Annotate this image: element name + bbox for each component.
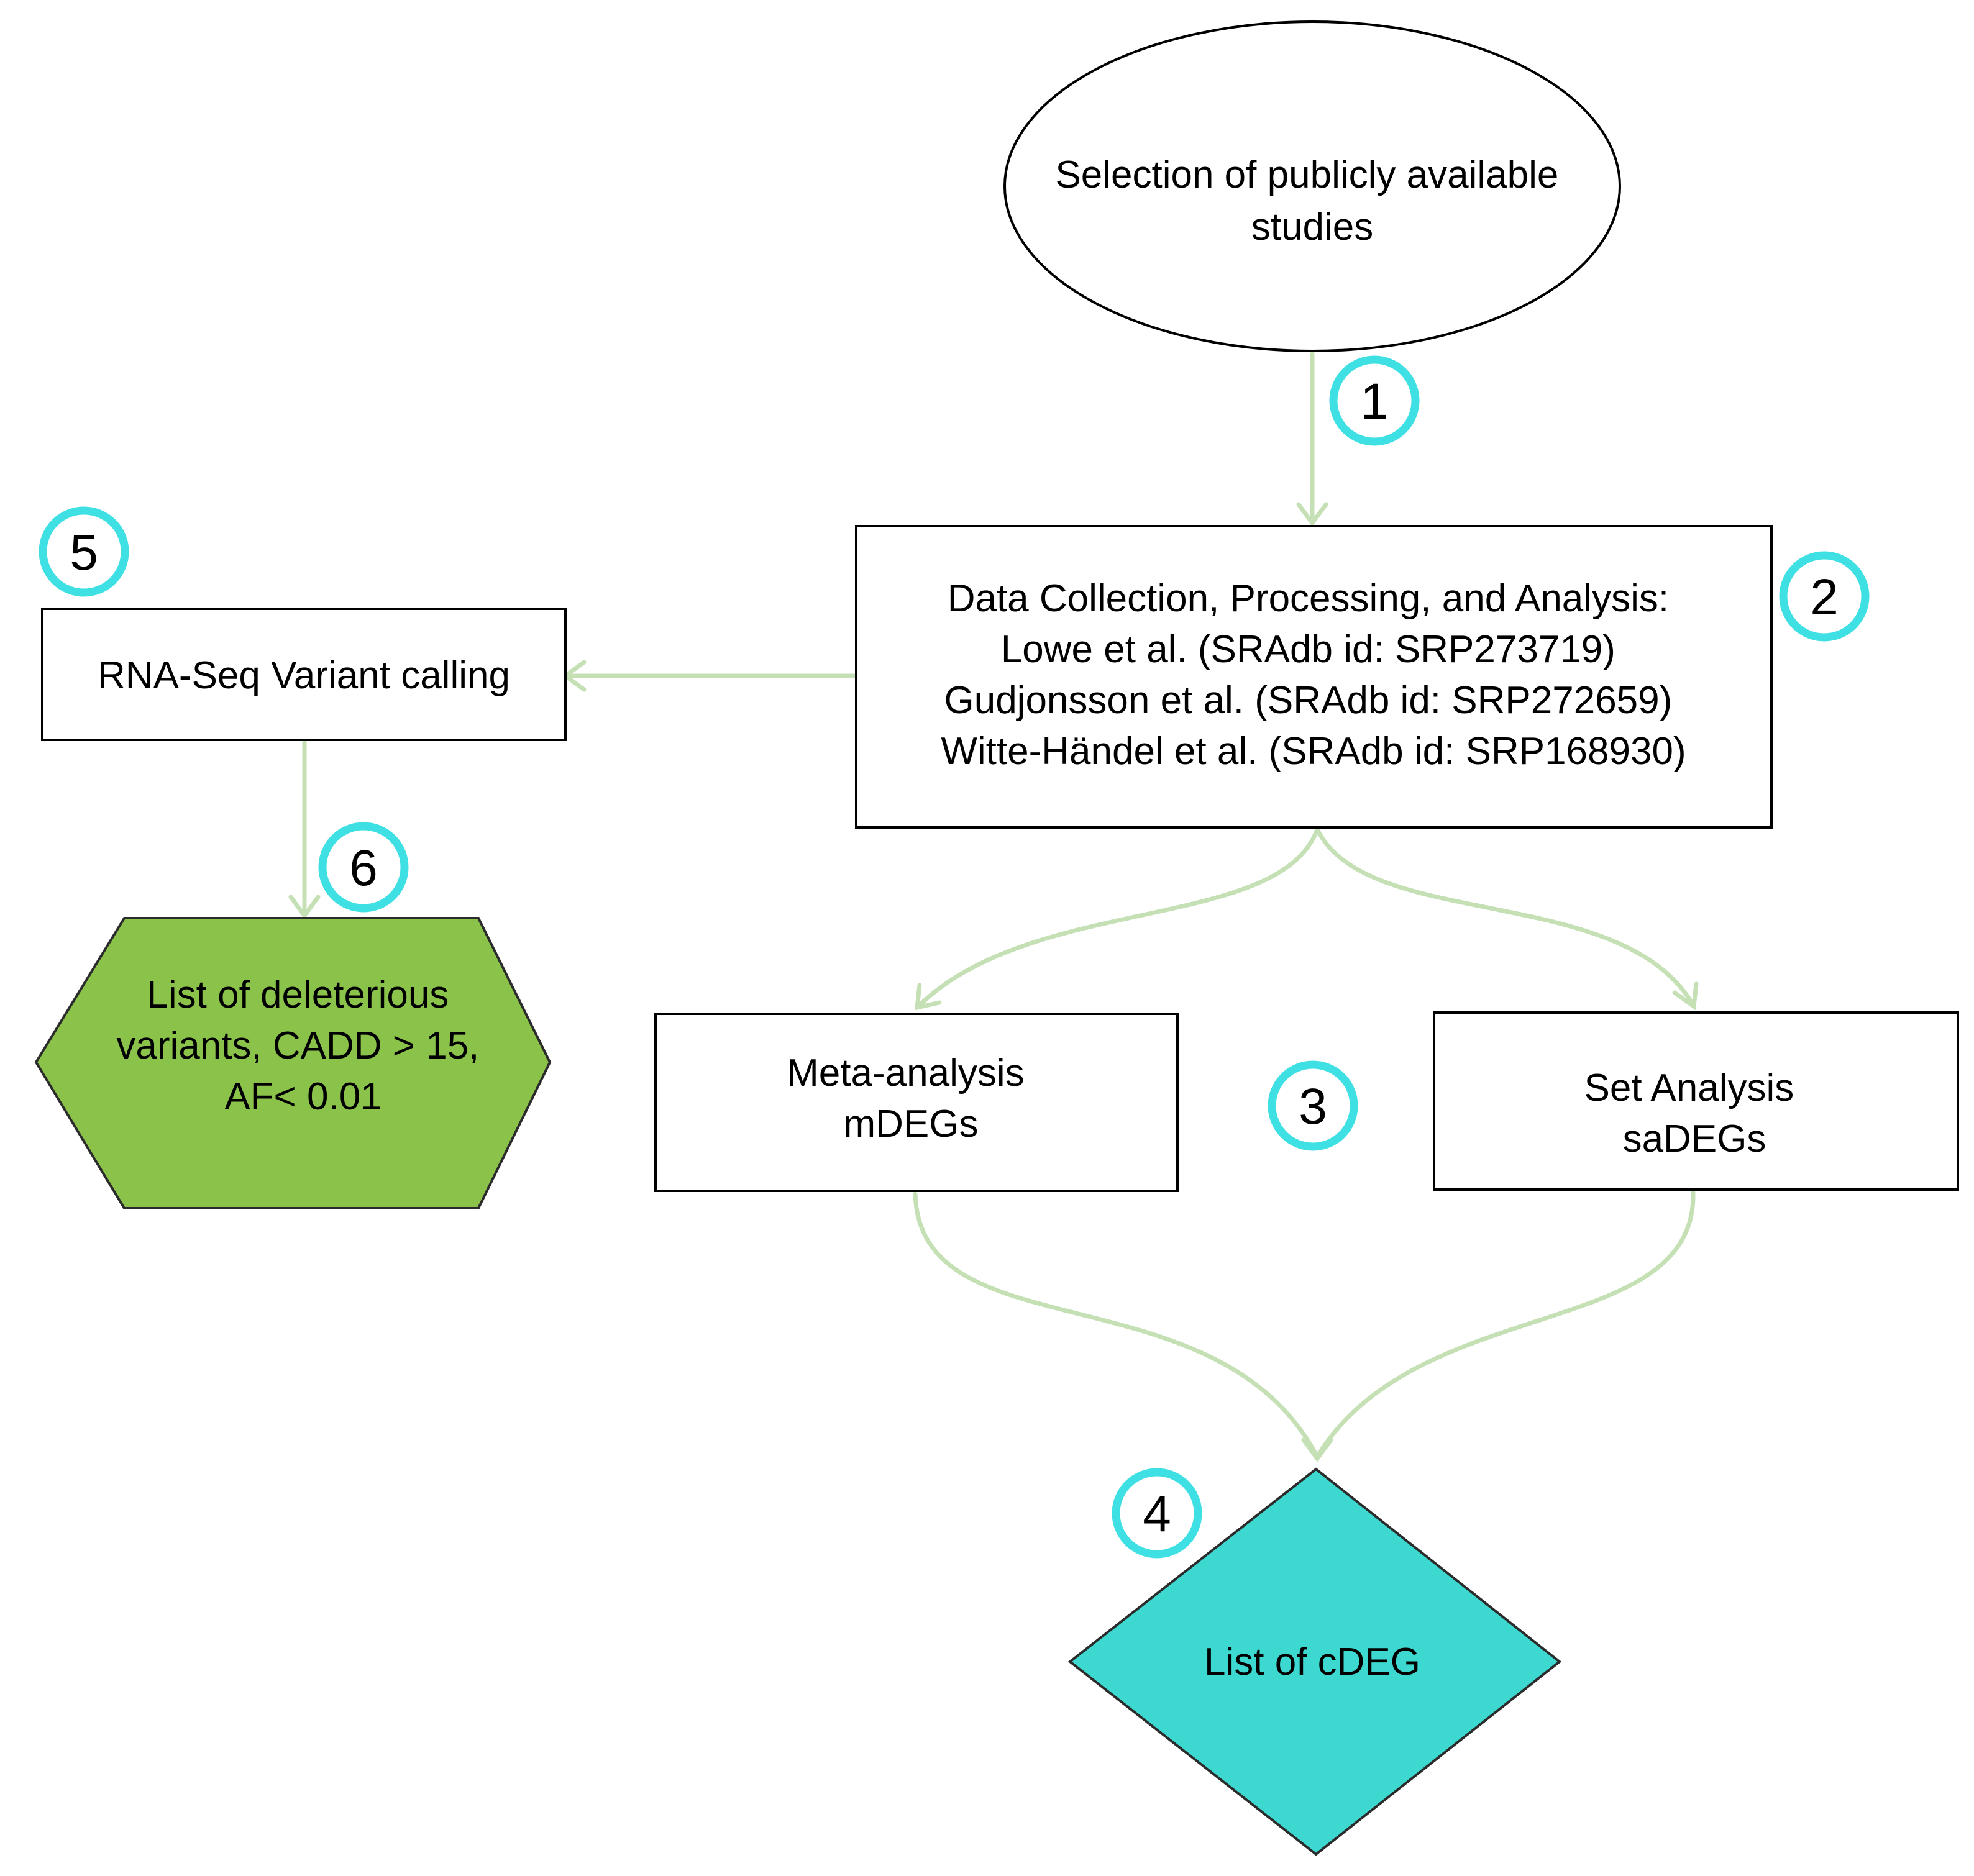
meta-analysis-node (654, 1013, 1179, 1192)
variant-calling-label: RNA-Seq Variant calling (98, 654, 510, 697)
set-analysis-node (1433, 1011, 1959, 1191)
data-collection-label: Data Collection, Processing, and Analysi… (941, 577, 1686, 773)
connector-data-to-set-analysis (1315, 827, 1696, 1008)
set-analysis-label: Set Analysis saDEGs (1584, 1067, 1805, 1160)
connectors (288, 352, 1699, 1462)
connector-set-to-cdeg (1315, 1190, 1696, 1459)
deleterious-variants-label: List of deleterious variants, CADD > 15,… (116, 973, 490, 1118)
svg-text:5: 5 (70, 524, 98, 581)
svg-text:1: 1 (1360, 373, 1389, 430)
variant-calling-node (41, 608, 567, 741)
step-badge-2: 2 (1779, 551, 1870, 642)
step-badges: 1 2 3 4 5 6 (39, 355, 1870, 1559)
svg-text:3: 3 (1299, 1078, 1327, 1135)
cdeg-label: List of cDEG (1204, 1641, 1420, 1683)
svg-text:4: 4 (1143, 1486, 1171, 1542)
cdeg-node (1067, 1467, 1562, 1856)
connector-data-to-meta-analysis (916, 827, 1320, 1009)
arrowhead-variant-to-deleterious (288, 895, 321, 919)
svg-text:6: 6 (349, 840, 378, 896)
arrowhead-data-to-meta-analysis (914, 983, 942, 1011)
data-collection-node (855, 525, 1773, 829)
arrowhead-data-to-set-analysis (1672, 981, 1699, 1011)
selection-label: Selection of publicly available studies (1055, 153, 1569, 248)
step-badge-4: 4 (1112, 1468, 1202, 1559)
step-badge-1: 1 (1329, 355, 1420, 446)
arrowhead-to-cdeg (1301, 1437, 1333, 1462)
svg-text:2: 2 (1810, 569, 1839, 626)
step-badge-6: 6 (318, 822, 409, 913)
arrowhead-selection-to-data (1296, 502, 1328, 527)
meta-analysis-label: Meta-analysis mDEGs (787, 1052, 1035, 1145)
step-badge-5: 5 (39, 506, 129, 597)
selection-node (1003, 20, 1621, 352)
deleterious-variants-node (34, 917, 552, 1209)
step-badge-3: 3 (1268, 1060, 1358, 1151)
connector-meta-to-cdeg (913, 1191, 1320, 1459)
